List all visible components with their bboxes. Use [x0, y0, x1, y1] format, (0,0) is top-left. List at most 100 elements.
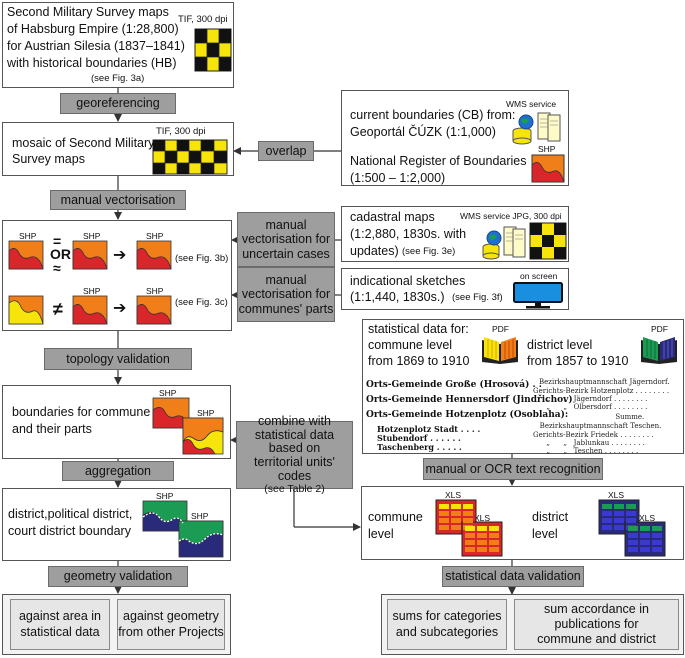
stat-district-line-1: district level: [527, 338, 593, 352]
communes-parts-step: manual vectorisation for communes' parts: [237, 267, 335, 322]
gothic-sub-1: Hotzenplotz Stadt . . . .: [377, 424, 481, 434]
district-text-1: Bezirkshauptmannschaft Jägerndorf.: [539, 378, 670, 386]
district-text-4: „ „ Olbersdorf . . . . . . . .: [533, 403, 648, 411]
or-symbol: OR: [50, 246, 71, 262]
pdf-book-icon-green: [641, 337, 677, 364]
survey-format: TIF, 300 dpi: [178, 14, 228, 25]
district-shp-2: SHP: [191, 511, 209, 521]
shp-label-4: SHP: [83, 286, 101, 296]
sums-line-2: and subcategories: [395, 624, 499, 639]
district-text-3: „ „ Jägerndorf . . . . . . . .: [533, 395, 648, 403]
district-bound-line-2: court district boundary: [8, 524, 131, 538]
xls-label-4: XLS: [639, 513, 656, 523]
sketches-line-2: (1:1,440, 1830s.): [350, 290, 445, 304]
statistical-validation-step: statistical data validation: [442, 566, 584, 587]
gothic-sub-2: Stubendorf . . . . . .: [377, 433, 461, 443]
sums-box: sums for categories and subcategories: [387, 599, 507, 650]
uncertain-cases-step: manual vectorisation for uncertain cases: [237, 212, 335, 267]
accordance-line-2: publications for: [554, 617, 639, 631]
shp-label-3: SHP: [146, 231, 164, 241]
survey-line-4: with historical boundaries (HB): [7, 56, 177, 70]
commune-shp-1: SHP: [159, 388, 177, 398]
district-text-2: Gerichts-Bezirk Hotzenplotz . . . . . . …: [533, 387, 670, 395]
commune-shp-icons: [152, 397, 224, 455]
cadastral-maps-box: cadastral maps (1:2,880, 1830s. with upd…: [341, 206, 569, 262]
survey-ref: (see Fig. 3a): [91, 73, 145, 84]
district-text-9: „ „ Teschen . . . . . . . .: [533, 447, 639, 455]
pdf-book-icon-orange: [482, 337, 518, 364]
against-geometry-box: against geometry from other Projects: [117, 599, 225, 650]
sketches-screen: on screen: [520, 271, 558, 281]
indicational-sketches-box: indicational sketches (1:1,440, 1830s.) …: [341, 268, 569, 310]
commune-shp-2: SHP: [197, 408, 215, 418]
accordance-line-1: sum accordance in: [544, 602, 649, 616]
commune-boundaries-box: boundaries for commune and their parts S…: [2, 385, 231, 459]
combine-line-5: (see Table 2): [264, 482, 325, 495]
against-area-box: against area in statistical data: [10, 599, 110, 650]
pdf-label-1: PDF: [492, 324, 509, 334]
cadastral-line-1: cadastral maps: [350, 210, 435, 224]
district-text-7: Gerichts-Bezirk Friedek . . . . . . . .: [533, 431, 654, 439]
commune-bound-line-1: boundaries for commune: [12, 405, 151, 419]
wms-service-icon: [512, 112, 561, 145]
against-geometry-line-1: against geometry: [123, 608, 219, 623]
ref-fig-3c: (see Fig. 3c): [175, 297, 228, 308]
shp-label-1: SHP: [19, 231, 37, 241]
gothic-line-3: Orts-Gemeinde Hotzenplotz (Osoblaha):: [366, 410, 569, 420]
sums-line-1: sums for categories: [392, 608, 502, 623]
cb-line-2: Geoportál ČÚZK (1:1,000): [350, 125, 496, 139]
district-boundaries-box: district,political district, court distr…: [2, 488, 231, 561]
ocr-step: manual or OCR text recognition: [423, 458, 603, 480]
against-geometry-line-2: from other Projects: [118, 624, 224, 639]
approx-symbol: ≈: [53, 260, 61, 276]
stat-district-line-2: from 1857 to 1910: [527, 354, 629, 368]
boundary-shape-icons: [8, 240, 172, 325]
against-area-line-1: against area in: [18, 608, 101, 623]
xls-district-icons: [598, 499, 666, 557]
district-text-5: Summe.: [533, 413, 645, 421]
district-shp-icons: [142, 500, 224, 558]
xls-commune-line-1: commune: [368, 510, 423, 524]
georeferencing-step: georeferencing: [60, 93, 176, 114]
gothic-line-2: Orts-Gemeinde Hennersdorf (Jindřichov): [366, 395, 573, 405]
communes-line-1: manual: [265, 272, 307, 287]
neq-symbol: ≠: [53, 299, 63, 319]
statistical-data-box: statistical data for: commune level from…: [362, 319, 684, 455]
cb-line-1: current boundaries (CB) from:: [350, 108, 516, 122]
sketches-line-1: indicational sketches: [350, 274, 466, 288]
accordance-box: sum accordance in publications for commu…: [514, 599, 679, 650]
xls-label-1: XLS: [445, 490, 462, 500]
xls-commune-icons: [435, 499, 503, 557]
district-shp-1: SHP: [156, 491, 174, 501]
stat-title: statistical data for:: [368, 322, 469, 336]
combine-line-1: combine with: [258, 413, 331, 428]
pdf-label-2: PDF: [651, 324, 668, 334]
xls-label-2: XLS: [474, 513, 491, 523]
cadastral-line-2: (1:2,880, 1830s. with: [350, 227, 467, 241]
nrb-line-2: (1:500 – 1:2,000): [350, 171, 446, 185]
stat-commune-line-2: from 1869 to 1910: [368, 354, 470, 368]
accordance-line-3: commune and district: [537, 632, 656, 646]
monitor-icon: [513, 282, 563, 309]
overlap-step: overlap: [258, 141, 314, 161]
equals-symbol: =: [53, 233, 62, 249]
combine-line-2: statistical data: [254, 427, 335, 442]
topology-validation-step: topology validation: [44, 348, 192, 370]
sketches-ref: (see Fig. 3f): [452, 292, 503, 303]
cadastral-format: WMS service JPG, 300 dpi: [460, 211, 562, 221]
mosaic-line-1: mosaic of Second Military: [12, 136, 155, 150]
survey-line-1: Second Military Survey maps: [7, 5, 169, 19]
xls-commune-line-2: level: [368, 527, 394, 541]
xls-label-3: XLS: [608, 490, 625, 500]
cadastral-wms-icon: [482, 226, 526, 260]
mosaic-format: TIF, 300 dpi: [156, 126, 206, 137]
nrb-line-1: National Register of Boundaries: [350, 154, 527, 168]
shp-label-2: SHP: [83, 231, 101, 241]
shp-label-5: SHP: [146, 286, 164, 296]
district-bound-line-1: district,political district,: [8, 507, 133, 521]
combine-line-4: territorial units' codes: [254, 455, 335, 483]
district-text-6: Bezirkshauptmannschaft Teschen.: [533, 422, 662, 430]
raster-grid-icon: [194, 28, 232, 72]
cb-shp: SHP: [538, 144, 556, 154]
uncertain-line-3: uncertain cases: [242, 246, 330, 261]
